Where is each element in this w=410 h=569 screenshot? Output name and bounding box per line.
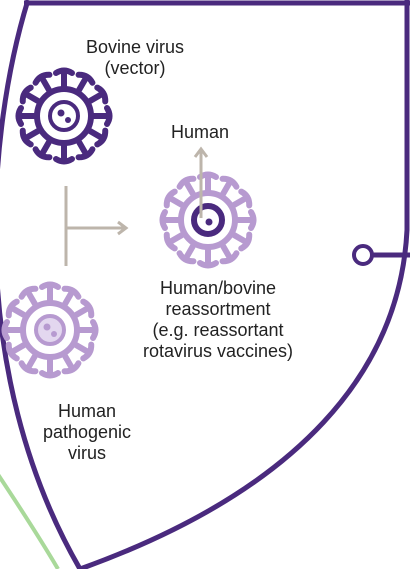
human-pathogen-label-line1: Human bbox=[27, 401, 147, 422]
virus-spike-tip bbox=[19, 108, 22, 124]
reassortant-virus-icon bbox=[163, 175, 254, 266]
virus-spike-tip bbox=[42, 373, 58, 376]
human-pathogen-label-line3: virus bbox=[27, 443, 147, 464]
bovine-virus-label-line1: Bovine virus bbox=[60, 37, 210, 58]
virus-genome-dot bbox=[51, 331, 57, 337]
reassortment-label-line2: reassortment bbox=[122, 299, 314, 320]
virus-genome-dot bbox=[44, 324, 51, 331]
virus-spike-tip bbox=[5, 322, 8, 338]
virus-genome-dot bbox=[65, 117, 71, 123]
reassortment-label-line4: rotavirus vaccines) bbox=[122, 341, 314, 362]
virus-genome-dot bbox=[58, 110, 65, 117]
virus-spike-tip bbox=[163, 212, 166, 228]
bovine-virus-icon bbox=[19, 71, 110, 162]
virus-spike-tip bbox=[251, 212, 254, 228]
virus-spike-tip bbox=[56, 159, 72, 162]
bovine-virus-label-line2: (vector) bbox=[60, 58, 210, 79]
green-band bbox=[0, 470, 58, 569]
reassortment-label-line3: (e.g. reassortant bbox=[122, 320, 314, 341]
combine-arrow bbox=[66, 186, 126, 266]
human-pathogen-label-line2: pathogenic bbox=[27, 422, 147, 443]
virus-spike-tip bbox=[42, 285, 58, 288]
virus-genome-dot bbox=[206, 219, 213, 226]
reassortment-label-line1: Human/bovine bbox=[122, 278, 314, 299]
virus-spike-tip bbox=[107, 108, 110, 124]
panel-border-left bbox=[0, 0, 80, 569]
human-pathogenic-virus-icon bbox=[5, 285, 96, 376]
circle-node-icon bbox=[354, 246, 372, 264]
virus-spike-tip bbox=[200, 263, 216, 266]
virus-spike-tip bbox=[93, 322, 96, 338]
virus-core bbox=[36, 316, 64, 344]
human-arrow-label: Human bbox=[160, 122, 240, 143]
virus-core bbox=[50, 102, 78, 130]
